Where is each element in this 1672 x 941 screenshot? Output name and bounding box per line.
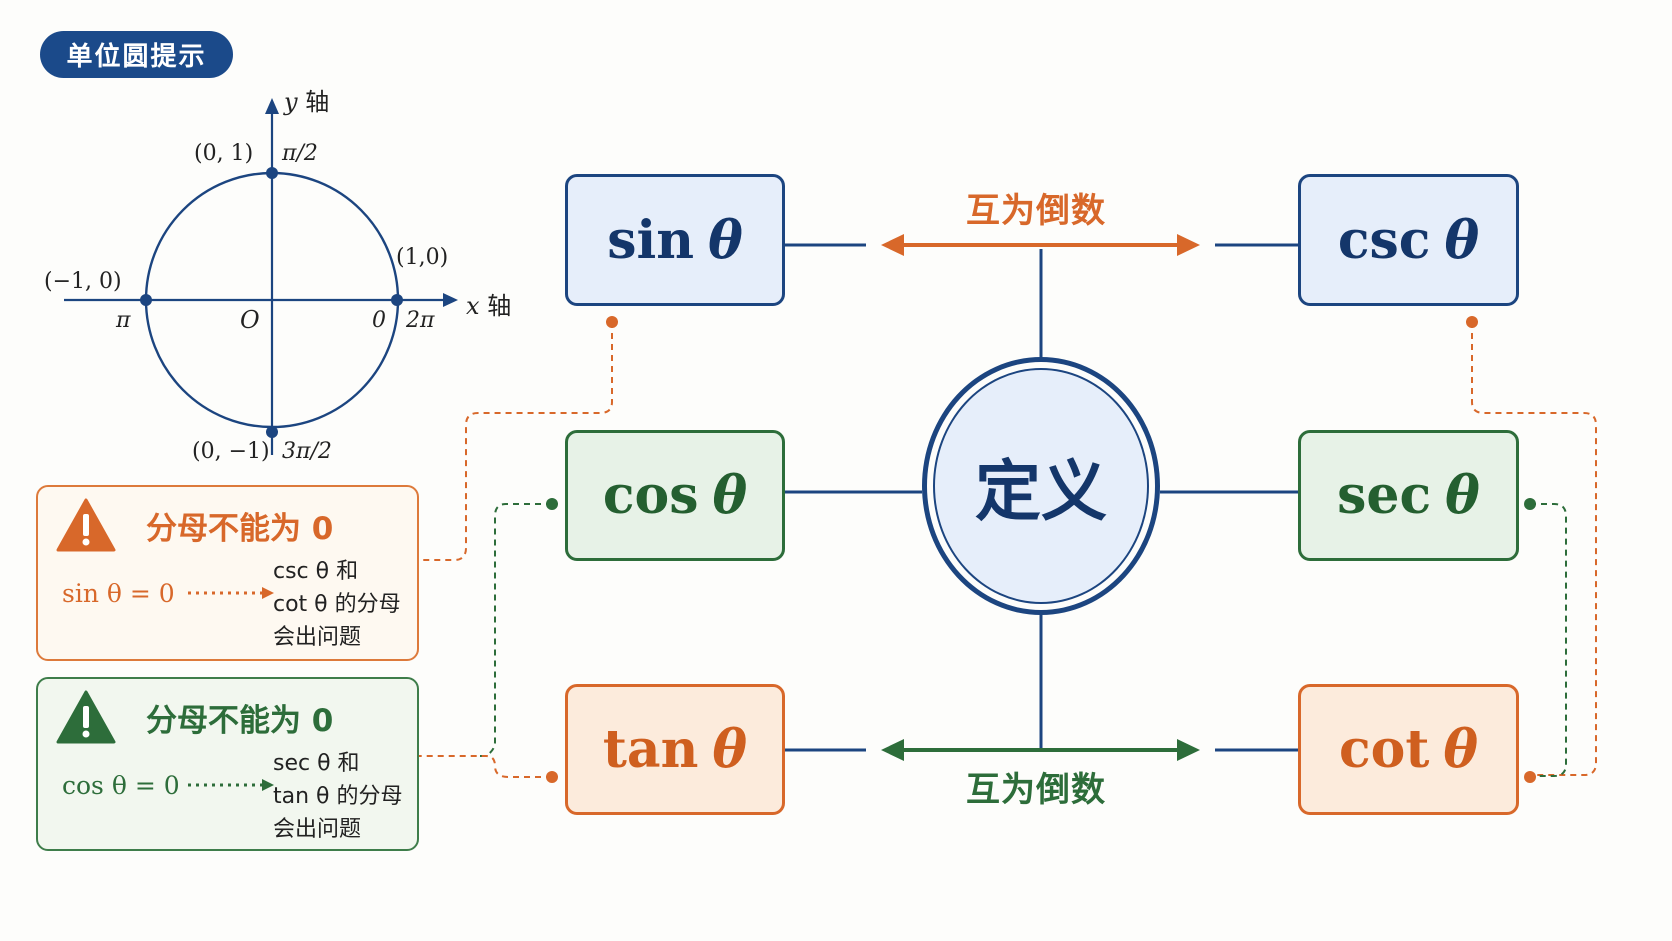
reciprocal-bottom-arrowhead-left <box>881 739 904 761</box>
dot-tan <box>546 771 558 783</box>
angle-bottom-label: 3π/2 <box>282 439 332 464</box>
point-right-label: (1,0) <box>396 245 449 270</box>
point-left-label: (−1, 0) <box>44 269 122 294</box>
dashed-link-tan-warning <box>419 755 552 778</box>
dashed-link-csc-cot <box>1471 322 1597 776</box>
dashed-link-cos-warning <box>480 503 552 757</box>
dotted-arrow-icon <box>188 587 274 599</box>
warning-line-2: cot θ 的分母 <box>273 592 401 617</box>
warning-box-sin: 分母不能为 0 sin θ = 0 csc θ 和 cot θ 的分母 会出问题 <box>36 485 419 661</box>
cos-label: cos <box>602 465 699 526</box>
theta-symbol: θ <box>712 465 748 526</box>
dotted-arrow-icon <box>188 779 274 791</box>
y-axis-label: y 轴 <box>284 82 329 117</box>
y-axis-arrowhead <box>265 98 279 114</box>
x-axis-arrowhead <box>443 293 458 307</box>
page-title: 单位圆提示 <box>40 31 233 78</box>
y-axis-var: y <box>284 88 298 116</box>
angle-two-pi-label: 2π <box>406 308 435 333</box>
warning-icon <box>56 690 116 744</box>
dot-cos <box>546 498 558 510</box>
definition-label: 定义 <box>933 368 1149 604</box>
warning-line-1: sec θ 和 <box>273 751 360 776</box>
point-top <box>266 167 278 179</box>
warning-description: sec θ 和 tan θ 的分母 会出问题 <box>273 747 403 846</box>
point-bottom-label: (0, −1) <box>192 439 270 464</box>
x-axis-label: x 轴 <box>466 286 511 321</box>
origin-label: O <box>240 306 260 334</box>
theta-symbol: θ <box>712 719 748 780</box>
angle-zero-label: 0 <box>372 308 386 333</box>
dashed-link-sin-warning <box>419 322 613 561</box>
reciprocal-top-arrowhead-left <box>881 234 904 256</box>
warning-box-cos: 分母不能为 0 cos θ = 0 sec θ 和 tan θ 的分母 会出问题 <box>36 677 419 851</box>
reciprocal-top-arrowhead-right <box>1177 234 1200 256</box>
reciprocal-bottom-label: 互为倒数 <box>966 770 1106 810</box>
warning-title: 分母不能为 0 <box>146 511 334 547</box>
warning-line-3: 会出问题 <box>273 817 362 842</box>
x-axis-var: x <box>466 292 480 320</box>
theta-symbol: θ <box>708 209 743 271</box>
y-axis-word: 轴 <box>305 88 330 116</box>
dashed-link-sec-cot <box>1530 503 1567 777</box>
theta-symbol: θ <box>1444 209 1480 271</box>
dot-sec <box>1524 498 1536 510</box>
theta-symbol: θ <box>1443 719 1479 780</box>
cot-label: cot <box>1338 719 1430 780</box>
warning-description: csc θ 和 cot θ 的分母 会出问题 <box>273 555 401 654</box>
tan-label: tan <box>602 719 699 780</box>
angle-top-label: π/2 <box>282 141 318 166</box>
unit-circle-figure <box>64 98 458 455</box>
sin-label: sin <box>607 209 695 271</box>
dot-sin <box>606 316 618 328</box>
dot-csc <box>1466 316 1478 328</box>
warning-condition: sin θ = 0 <box>62 579 175 608</box>
warning-icon <box>56 498 116 552</box>
warning-line-1: csc θ 和 <box>273 559 359 584</box>
angle-pi-label: π <box>116 308 131 333</box>
warning-condition: cos θ = 0 <box>62 771 180 800</box>
reciprocal-top-label: 互为倒数 <box>966 191 1106 231</box>
point-bottom <box>266 426 278 438</box>
warning-title: 分母不能为 0 <box>146 703 334 739</box>
dot-cot <box>1524 771 1536 783</box>
x-axis-word: 轴 <box>487 292 512 320</box>
definition-circle: 定义 <box>922 357 1160 615</box>
sec-label: sec <box>1337 465 1432 526</box>
point-right <box>391 294 403 306</box>
point-top-label: (0, 1) <box>194 141 254 166</box>
warning-line-2: tan θ 的分母 <box>273 784 403 809</box>
csc-label: csc <box>1337 209 1431 271</box>
theta-symbol: θ <box>1445 465 1480 526</box>
warning-line-3: 会出问题 <box>273 625 362 650</box>
point-left <box>140 294 152 306</box>
reciprocal-bottom-arrowhead-right <box>1177 739 1200 761</box>
